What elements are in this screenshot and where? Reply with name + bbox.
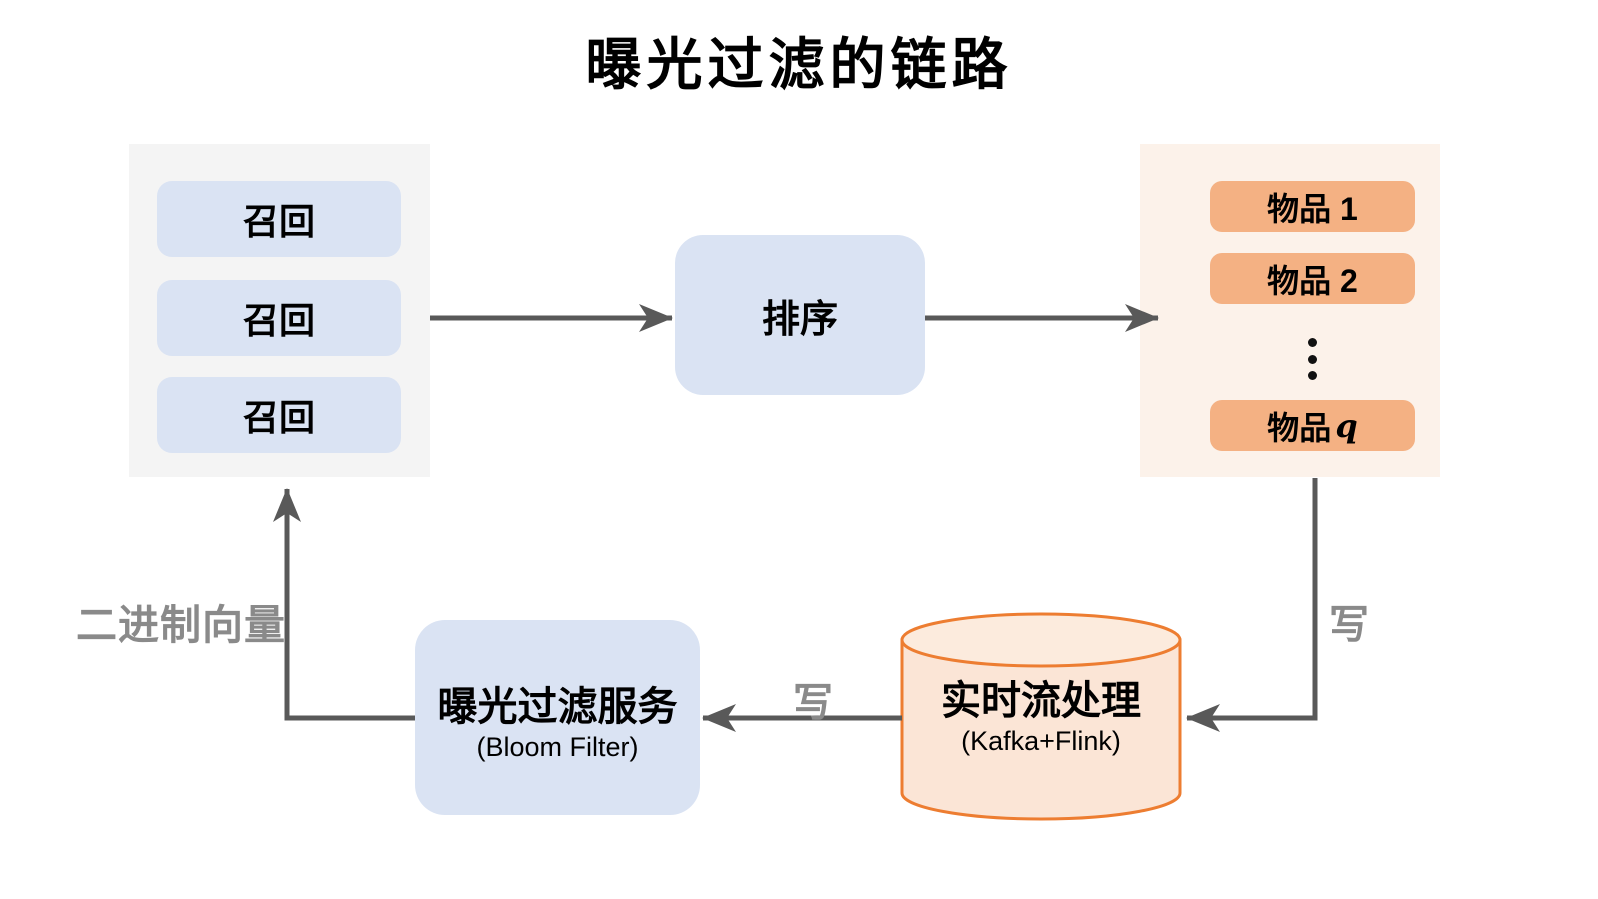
- cylinder-body: [900, 638, 1182, 821]
- diagram-title: 曝光过滤的链路: [585, 32, 1013, 98]
- recall-box-3: 召回: [157, 377, 401, 453]
- ellipsis-dot: [1308, 338, 1317, 347]
- item-box-q-prefix: 物品: [1267, 409, 1332, 446]
- item-box-2: 物品 2: [1210, 253, 1415, 304]
- item-box-1-label: 物品 1: [1267, 190, 1358, 227]
- exposure-filter-sublabel: (Bloom Filter): [476, 732, 639, 762]
- arrow-filter-to-recall: [273, 488, 415, 721]
- stream-db-sublabel: (Kafka+Flink): [961, 726, 1121, 756]
- stream-db-label: 实时流处理: [941, 679, 1141, 723]
- vertical-ellipsis: [1210, 338, 1415, 380]
- ranking-box-label: 排序: [761, 298, 838, 341]
- stream-db-cylinder: [900, 612, 1182, 821]
- ellipsis-dot: [1308, 354, 1317, 364]
- recall-box-1-label: 召回: [242, 201, 315, 242]
- item-box-1: 物品 1: [1210, 181, 1415, 232]
- write-label-mid: 写: [793, 681, 833, 725]
- recall-box-2-label: 召回: [242, 300, 315, 341]
- ranking-box: 排序: [675, 235, 925, 395]
- cylinder-top: [900, 612, 1182, 668]
- stream-db-label-group: 实时流处理 (Kafka+Flink): [899, 678, 1183, 757]
- recall-box-2: 召回: [157, 280, 401, 356]
- arrow-items-to-stream: [1186, 478, 1318, 732]
- item-box-q-variable: q: [1335, 406, 1358, 445]
- item-box-2-label: 物品 2: [1267, 262, 1358, 299]
- item-box-q: 物品 q: [1210, 400, 1415, 451]
- write-label-right: 写: [1329, 603, 1369, 647]
- items-panel: 物品 1 物品 2 物品 q: [1140, 144, 1440, 477]
- recall-panel: 召回 召回 召回: [129, 144, 430, 477]
- recall-box-3-label: 召回: [242, 397, 315, 438]
- exposure-filter-box: 曝光过滤服务 (Bloom Filter): [415, 620, 700, 815]
- exposure-filter-label: 曝光过滤服务: [437, 685, 678, 729]
- recall-box-1: 召回: [157, 181, 401, 257]
- binary-vector-label: 二进制向量: [76, 602, 286, 648]
- ellipsis-dot: [1308, 371, 1317, 380]
